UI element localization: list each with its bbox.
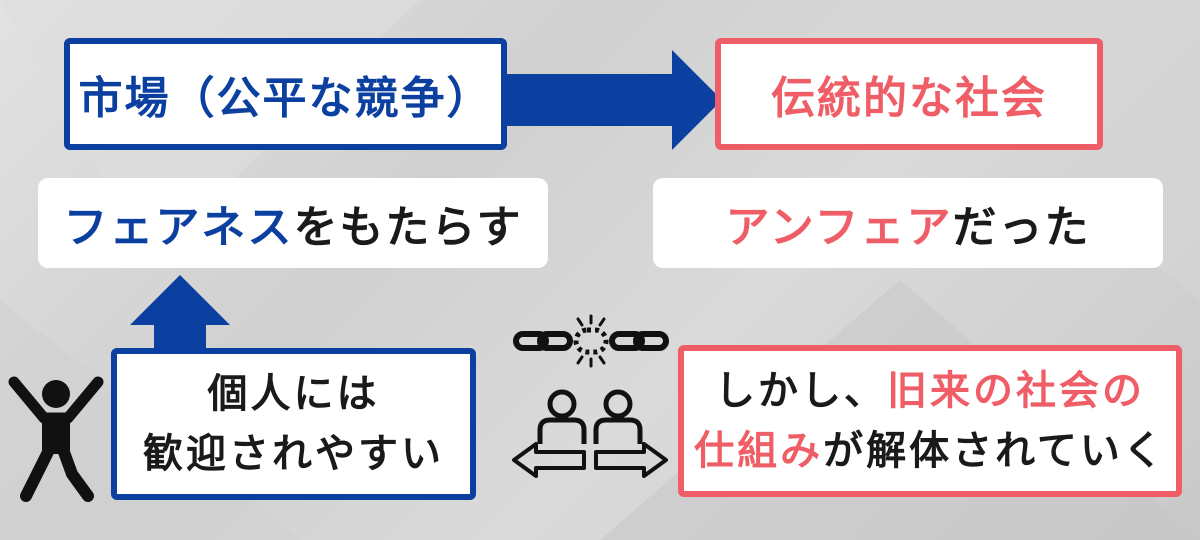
traditional-society-label: 伝統的な社会 — [771, 73, 1047, 124]
fairness-box: フェアネスをもたらす — [38, 178, 548, 268]
broken-chain-icon — [513, 314, 669, 368]
dissolution-line1-highlight: 旧来の社会の — [887, 368, 1145, 414]
dissolution-line-1: しかし、旧来の社会の — [715, 361, 1145, 421]
dissolution-line-2: 仕組みが解体されていく — [694, 421, 1166, 481]
individual-line-1: 個人には — [207, 371, 380, 417]
dissolution-line1-plain: しかし、 — [715, 368, 887, 414]
cheering-person-icon — [8, 376, 104, 502]
market-box: 市場（公平な競争） — [64, 38, 507, 150]
dissolution-line2-plain: が解体されていく — [823, 428, 1166, 474]
unfair-rest: だった — [952, 202, 1091, 253]
dissolution-line2-highlight: 仕組み — [694, 428, 824, 474]
dissolution-box: しかし、旧来の社会の 仕組みが解体されていく — [678, 345, 1182, 497]
two-people-separating-icon — [512, 389, 668, 478]
traditional-society-box: 伝統的な社会 — [715, 38, 1103, 150]
unfair-text: アンフェアだった — [726, 191, 1091, 255]
unfair-highlight: アンフェア — [725, 202, 953, 253]
fairness-highlight: フェアネス — [63, 202, 294, 253]
fairness-text: フェアネスをもたらす — [63, 191, 522, 255]
fairness-rest: をもたらす — [293, 202, 523, 253]
individual-line-2: 歓迎されやすい — [143, 431, 444, 477]
market-label: 市場（公平な競争） — [78, 73, 493, 124]
unfair-box: アンフェアだった — [653, 178, 1163, 268]
individual-box: 個人には 歓迎されやすい — [111, 348, 476, 500]
